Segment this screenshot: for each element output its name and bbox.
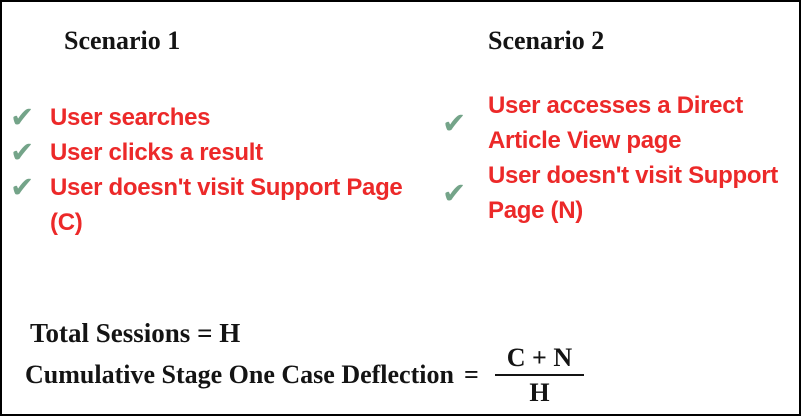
list-item: ✔ User doesn't visit Support Page (N) [442,158,778,228]
item-text: User accesses a Direct [488,92,743,119]
check-icon: ✔ [10,135,35,169]
fraction-numerator: C + N [506,343,573,372]
deflection-equation: Cumulative Stage One Case Deflection = C… [25,340,585,410]
item-text: Page (N) [488,197,583,224]
list-item: ✔ User accesses a Direct Article View pa… [442,88,778,158]
check-icon: ✔ [10,100,35,134]
check-icon: ✔ [10,170,35,204]
equals-sign: = [463,360,479,389]
scenario1-title: Scenario 1 [64,26,181,55]
item-text-block: User doesn't visit Support Page (N) [488,158,778,228]
fraction: C + N H [494,343,585,406]
scenario2-list: ✔ User accesses a Direct Article View pa… [442,88,778,228]
list-item: ✔ User searches [10,100,402,135]
item-text-block: User accesses a Direct Article View page [488,88,743,158]
item-text-block: User clicks a result [50,135,263,170]
fraction-denominator: H [494,374,585,406]
total-sessions-text: Total Sessions = H [30,318,241,348]
list-item: ✔ User clicks a result [10,135,402,170]
scenario1-list: ✔ User searches ✔ User clicks a result ✔… [10,100,403,240]
item-text: User doesn't visit Support Page [50,174,403,201]
item-text: User searches [50,104,211,131]
item-text: Article View page [488,127,682,154]
check-icon: ✔ [442,106,467,140]
deflection-label: Cumulative Stage One Case Deflection [25,360,454,389]
scenario2-title: Scenario 2 [488,26,605,55]
item-text: User doesn't visit Support [488,162,778,189]
item-text-block: User doesn't visit Support Page (C) [50,170,403,240]
item-text: (C) [50,209,83,236]
item-text: User clicks a result [50,139,263,166]
check-icon: ✔ [442,176,467,210]
list-item: ✔ User doesn't visit Support Page (C) [10,170,403,240]
item-text-block: User searches [50,100,211,135]
